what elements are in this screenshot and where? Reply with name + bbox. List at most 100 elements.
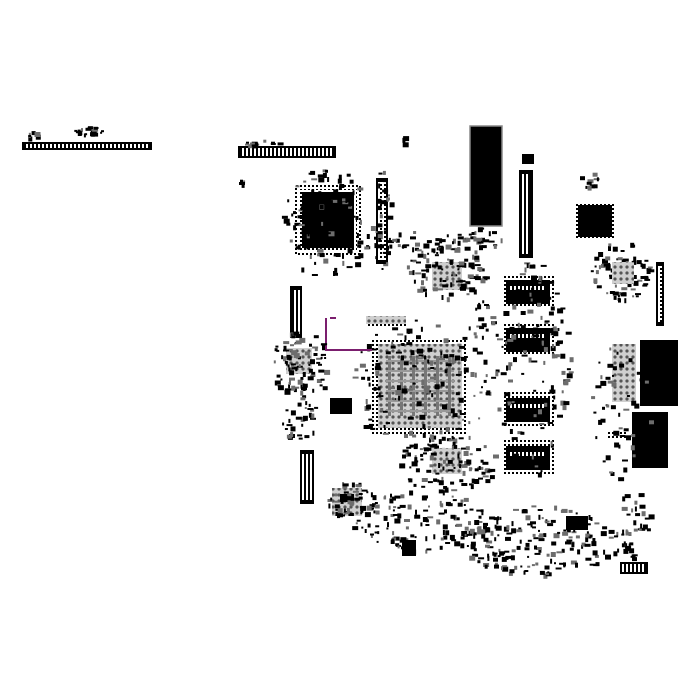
smd-component xyxy=(404,519,410,522)
smd-component xyxy=(493,557,498,562)
smd-component xyxy=(472,254,475,260)
smd-component xyxy=(358,496,363,500)
smd-component xyxy=(293,211,296,215)
smd-component xyxy=(390,514,395,517)
smd-component xyxy=(568,371,574,374)
smd-component xyxy=(625,530,629,536)
smd-component xyxy=(602,526,608,530)
smd-component xyxy=(319,384,323,387)
smd-component xyxy=(550,558,553,564)
smd-component xyxy=(581,542,586,547)
smd-component xyxy=(470,484,474,490)
smd-component xyxy=(375,362,381,368)
smd-component xyxy=(405,451,408,457)
smd-component xyxy=(293,225,297,231)
smd-component xyxy=(294,222,301,226)
smd-component xyxy=(568,536,573,539)
bga-routing xyxy=(386,410,454,412)
smd-component xyxy=(385,351,391,355)
dram-chip-marking xyxy=(510,452,546,456)
smd-component xyxy=(400,343,405,346)
smd-component xyxy=(466,533,470,536)
smd-component xyxy=(563,564,566,568)
smd-component xyxy=(421,269,428,272)
smd-component xyxy=(366,404,372,410)
smd-component xyxy=(470,372,475,377)
smd-component xyxy=(314,261,317,265)
smd-component xyxy=(459,279,463,283)
smd-component xyxy=(417,357,423,360)
smd-component xyxy=(85,127,92,131)
smd-component xyxy=(495,371,499,377)
smd-component xyxy=(318,177,325,183)
smd-component xyxy=(383,178,387,183)
smd-component xyxy=(594,265,597,268)
smd-component xyxy=(569,357,574,363)
smd-component xyxy=(631,434,636,438)
smd-component xyxy=(620,250,625,252)
smd-component xyxy=(445,452,448,457)
smd-component xyxy=(414,460,419,463)
smd-component xyxy=(100,131,103,134)
smd-component xyxy=(602,460,606,463)
smd-component xyxy=(416,261,421,264)
smd-component xyxy=(337,508,343,514)
smd-component xyxy=(602,258,608,264)
smd-component xyxy=(290,363,296,366)
smd-component xyxy=(354,368,359,372)
smd-component xyxy=(408,270,414,275)
smd-component xyxy=(430,360,434,366)
smd-component xyxy=(447,459,453,464)
smd-component xyxy=(445,501,451,506)
smd-component xyxy=(376,206,382,211)
smd-component xyxy=(451,489,458,492)
smd-component xyxy=(397,244,401,248)
smd-component xyxy=(431,248,436,253)
smd-component xyxy=(456,523,463,527)
smd-component xyxy=(470,541,476,546)
smd-component xyxy=(383,496,386,500)
dram-chip-marking xyxy=(510,404,546,408)
smd-component xyxy=(386,527,389,530)
smd-component xyxy=(612,366,617,371)
smd-component xyxy=(448,439,455,442)
smd-component xyxy=(274,348,278,352)
smd-component xyxy=(469,508,474,511)
dram-chip-marking xyxy=(510,286,546,290)
smd-component xyxy=(313,353,318,356)
smd-component xyxy=(90,127,93,130)
smd-component xyxy=(593,178,600,181)
smd-component xyxy=(595,270,599,275)
smd-component xyxy=(641,264,646,267)
smd-component xyxy=(335,253,341,257)
smd-component xyxy=(549,389,556,394)
smd-component xyxy=(445,530,450,536)
smd-component xyxy=(551,353,555,359)
smd-component xyxy=(531,454,534,460)
smd-component xyxy=(386,422,390,425)
smd-component xyxy=(553,354,558,359)
smd-component xyxy=(568,509,573,513)
smd-component xyxy=(630,288,636,291)
smd-component xyxy=(468,421,471,425)
smd-component xyxy=(625,543,628,549)
smd-component xyxy=(450,282,453,288)
smd-component xyxy=(439,500,442,506)
smd-component xyxy=(610,405,616,410)
smd-component xyxy=(475,238,481,241)
smd-component xyxy=(501,422,507,426)
smd-component xyxy=(80,132,83,136)
smd-component xyxy=(407,478,411,481)
smd-component xyxy=(605,256,611,261)
smd-component xyxy=(418,354,424,357)
smd-component xyxy=(341,514,345,517)
smd-component xyxy=(309,255,312,259)
smd-component xyxy=(486,540,493,544)
smd-component xyxy=(494,562,498,566)
smd-component xyxy=(316,357,323,360)
smd-component xyxy=(633,280,639,286)
smd-component xyxy=(531,287,535,291)
smd-component xyxy=(318,363,322,366)
smd-component xyxy=(499,516,502,520)
smd-component xyxy=(641,263,646,269)
